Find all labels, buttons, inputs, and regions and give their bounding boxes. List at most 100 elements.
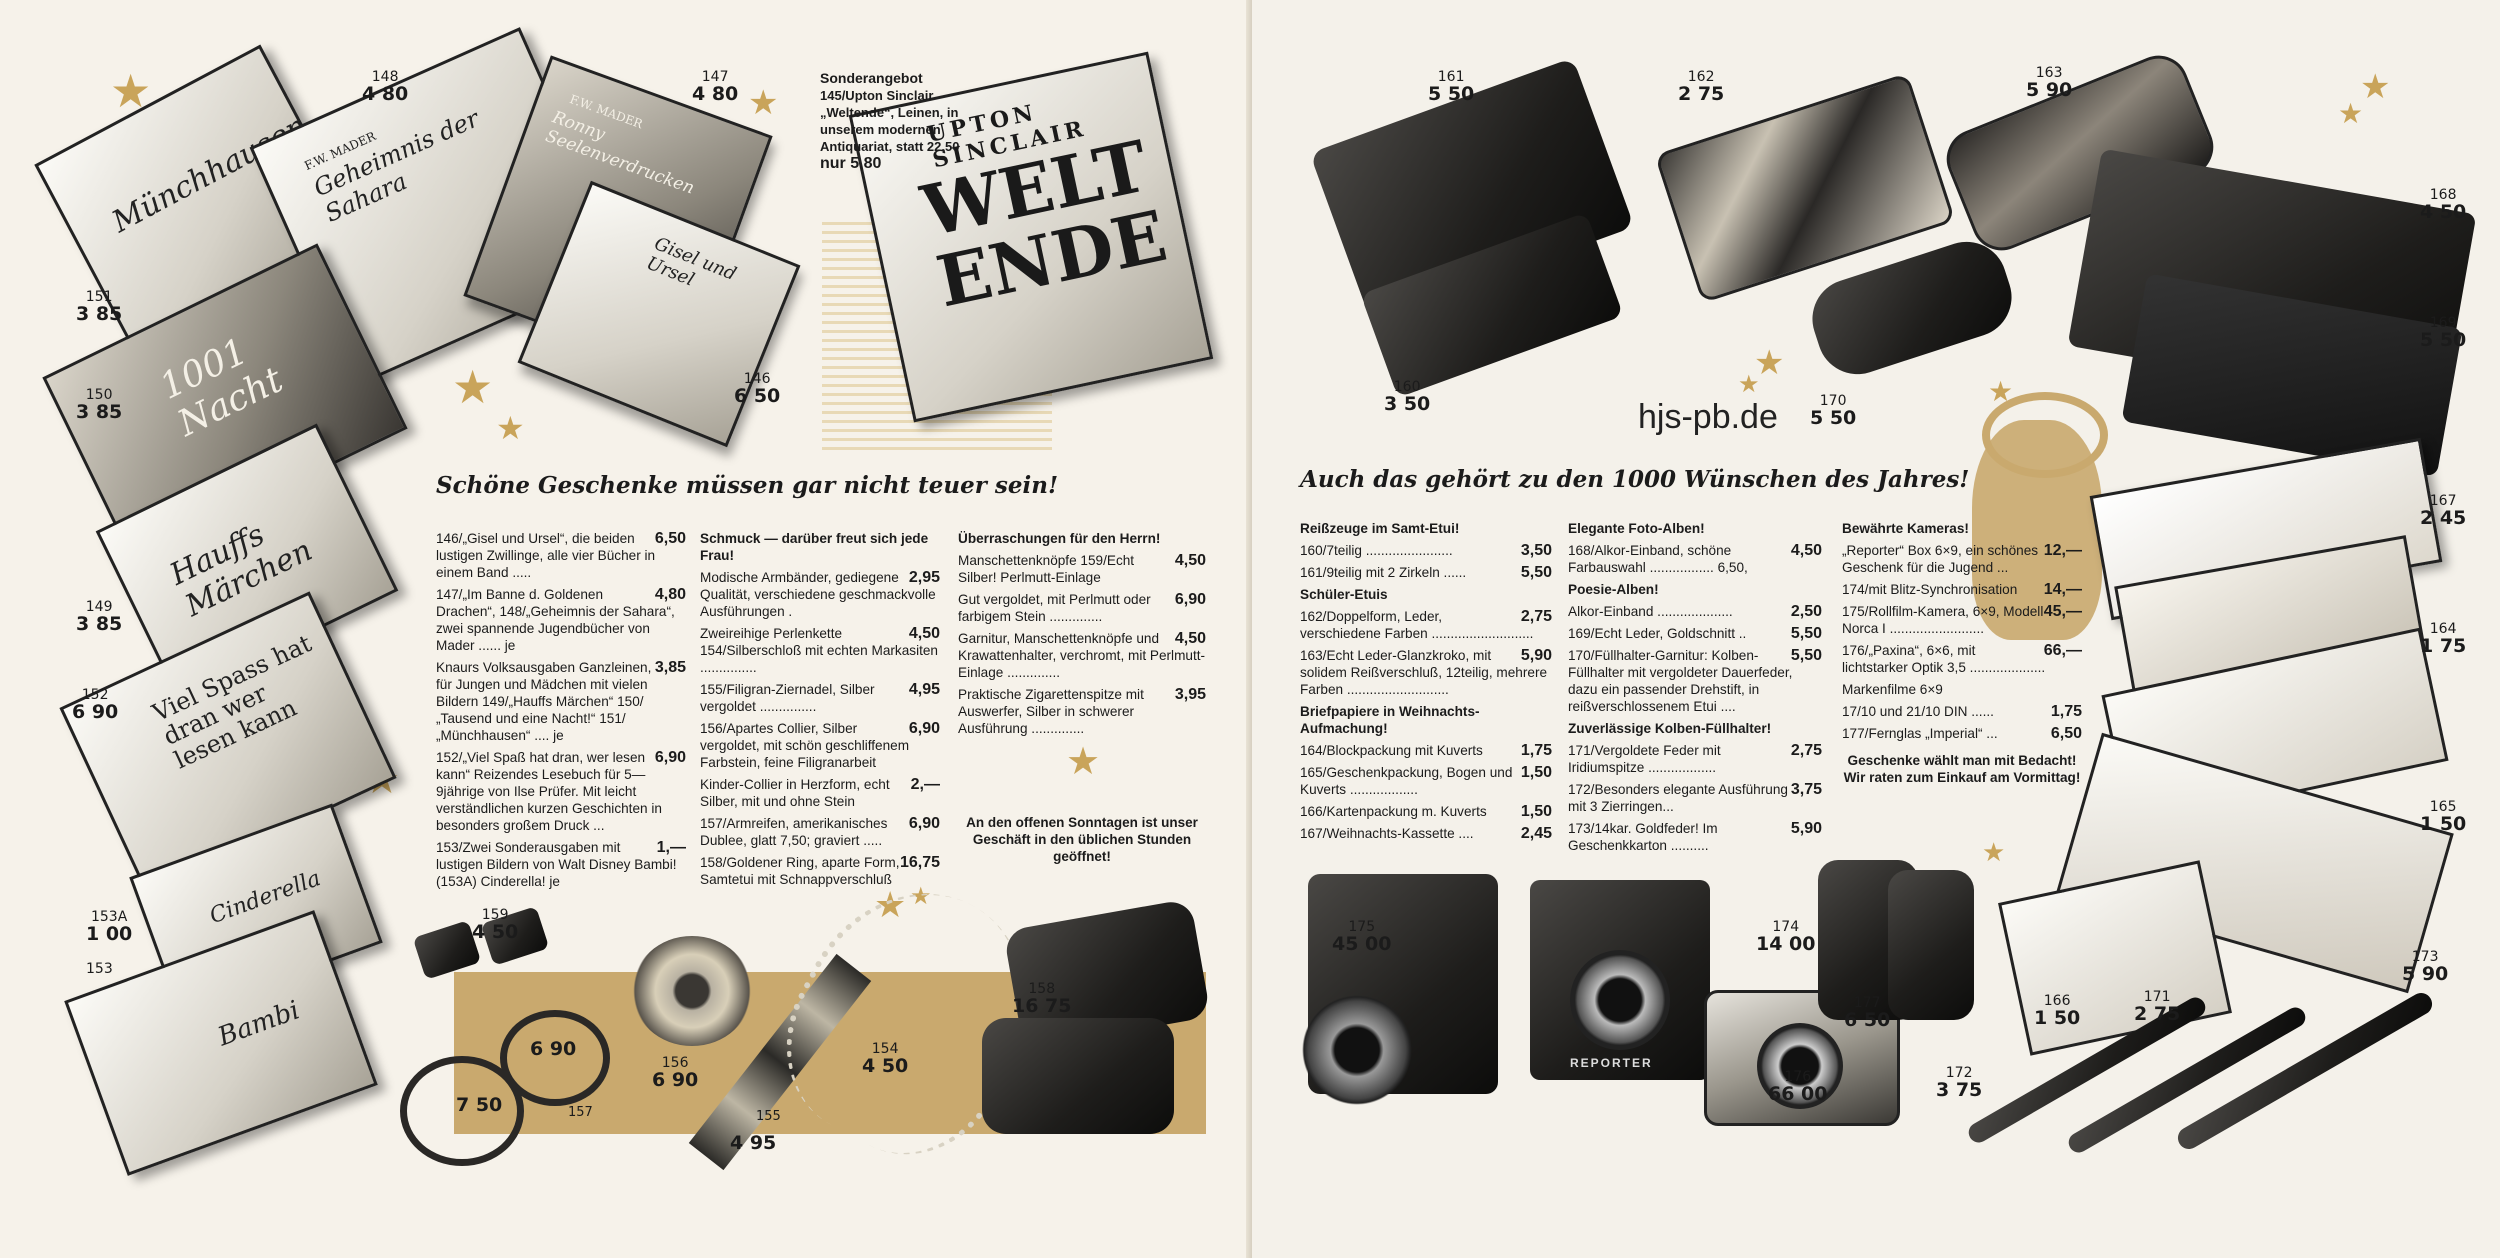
watermark: hjs-pb.de <box>1638 398 1778 436</box>
star-icon: ★ <box>748 83 779 123</box>
camera-box-174: REPORTER <box>1530 880 1710 1080</box>
price-tag-157-num: 157 <box>568 1105 593 1120</box>
list-item: 1,—153/Zwei Sonderausgaben mit lustigen … <box>436 839 686 889</box>
star-icon: ★ <box>1754 343 1785 383</box>
list-item: Schüler-Etuis <box>1300 587 1388 602</box>
text-column-jewelry: Schmuck — darüber freut sich jede Frau! … <box>700 530 940 893</box>
price-tag-armband: 6 90 <box>530 1038 577 1060</box>
camera-lens <box>1292 990 1422 1110</box>
text-column-cameras: Bewährte Kameras! 12,—„Reporter“ Box 6×9… <box>1842 520 2082 791</box>
special-offer: Sonderangebot 145/Upton Sinclair „Welten… <box>820 70 960 172</box>
star-icon: ★ <box>2338 97 2364 130</box>
list-item: Elegante Foto-Alben! <box>1568 521 1705 536</box>
list-item: Zuverlässige Kolben-Füllhalter! <box>1568 721 1772 736</box>
star-icon: ★ <box>496 409 525 447</box>
list-item: Reißzeuge im Samt-Etui! <box>1300 521 1460 536</box>
star-icon: ★ <box>1738 370 1760 398</box>
binoculars-177b <box>1888 870 1974 1020</box>
camera-paxina-176 <box>1704 990 1900 1126</box>
list-item: Markenfilme 6×9 <box>1842 682 1943 697</box>
list-item: 66,—176/„Paxina“, 6×6, mit lichtstarker … <box>1842 642 2082 675</box>
pendant <box>632 936 752 1046</box>
star-icon: ★ <box>452 360 494 414</box>
price-tag-155-num: 155 <box>756 1109 781 1124</box>
list-item: 45,—175/Rollfilm-Kamera, 6×9, Modell Nor… <box>1842 603 2082 636</box>
list-item: 14,—174/mit Blitz-Synchronisation <box>1842 581 2082 598</box>
star-icon: ★ <box>2360 67 2391 107</box>
list-item: Bewährte Kameras! <box>1842 521 1969 536</box>
left-page: ★ ★ ★ ★ ★ ★ ★ ★ UPTON SINCLAIR WELT ENDE… <box>34 27 1214 1187</box>
bangle <box>500 1010 610 1106</box>
star-icon: ★ <box>910 882 932 910</box>
star-icon: ★ <box>1982 838 2006 868</box>
list-item: Geschenke wählt man mit Bedacht! Wir rat… <box>1843 753 2081 785</box>
bangle <box>400 1056 524 1166</box>
star-icon: ★ <box>874 885 907 926</box>
list-item: Schmuck — darüber freut sich jede Frau! <box>700 531 929 563</box>
list-item: Briefpapiere in Weihnachts-Aufmachung! <box>1300 704 1480 736</box>
price-tag-153: 153 <box>86 961 113 977</box>
star-icon: ★ <box>1066 739 1101 783</box>
sunday-note: An den offenen Sonntagen ist unser Gesch… <box>966 815 1198 864</box>
ring-box <box>982 1018 1174 1134</box>
list-item: 12,—„Reporter“ Box 6×9, ein schönes Gesc… <box>1842 542 2082 575</box>
